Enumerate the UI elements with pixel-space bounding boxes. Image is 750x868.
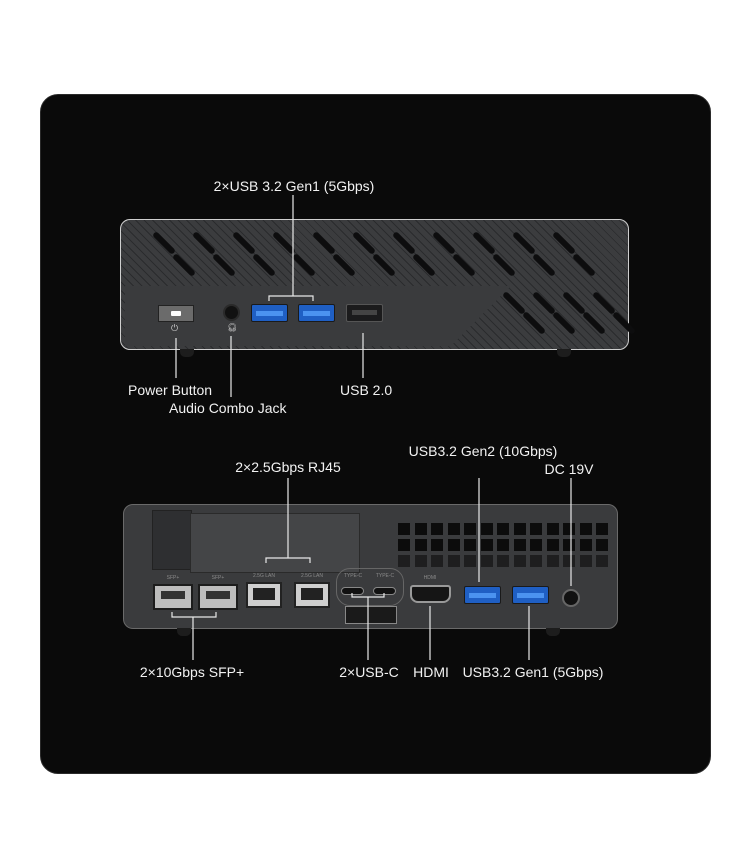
usb32-gen1-port: [512, 586, 549, 604]
vent-slot: [464, 539, 476, 551]
label-usbc: 2×USB-C: [339, 664, 399, 680]
label-sfp: 2×10Gbps SFP+: [139, 664, 245, 680]
vent-slot: [447, 555, 460, 567]
label-usb2: USB 2.0: [340, 382, 393, 398]
vent-slot: [579, 523, 592, 535]
headphone-icon: 🎧︎: [227, 323, 238, 332]
vent-slot: [480, 539, 493, 551]
device-foot: [546, 628, 560, 636]
dc-jack: [562, 589, 580, 607]
label-usb-gen1: USB3.2 Gen1 (5Gbps): [462, 664, 604, 680]
vent-slot: [513, 555, 526, 567]
rj45-port-2: [294, 582, 330, 608]
sfp-port-1: [153, 584, 193, 610]
vent-slot: [497, 523, 509, 535]
device-foot: [557, 349, 571, 357]
vent-slot: [398, 523, 410, 535]
vent-slot: [480, 523, 493, 535]
kensington-lock: [345, 606, 397, 624]
vent-slot: [579, 539, 592, 551]
sfp-port-2: [198, 584, 238, 610]
device-foot: [180, 349, 194, 357]
diagram-card: [40, 94, 711, 774]
power-icon: ⏻: [171, 323, 179, 333]
vent-slot: [497, 555, 509, 567]
power-button[interactable]: [158, 305, 194, 322]
usb32-gen2-port: [464, 586, 501, 604]
label-audio-jack: Audio Combo Jack: [169, 400, 287, 416]
vent-slot: [596, 523, 608, 535]
callout-line-usbc: [351, 593, 385, 660]
typec1-marking: TYPE-C: [343, 573, 363, 579]
vent-slot: [414, 539, 427, 551]
label-usb-gen2: USB3.2 Gen2 (10Gbps): [408, 443, 558, 459]
rj45-port-1: [246, 582, 282, 608]
hdmi-marking: HDMI: [423, 575, 437, 581]
vent-slot: [579, 555, 592, 567]
vent-slot: [414, 523, 427, 535]
label-dc: DC 19V: [544, 461, 594, 477]
typec2-marking: TYPE-C: [375, 573, 395, 579]
vent-slot: [563, 539, 575, 551]
callout-line-front-usb3: [268, 195, 314, 301]
vent-slot: [546, 539, 559, 551]
audio-jack: [223, 304, 240, 321]
vent-slot: [398, 539, 410, 551]
vent-slot: [596, 539, 608, 551]
vent-slot: [563, 523, 575, 535]
label-hdmi: HDMI: [413, 664, 449, 680]
hdmi-port: [410, 585, 451, 603]
expansion-plate: [190, 513, 360, 573]
lan1-marking: 2.5G LAN: [253, 573, 275, 579]
power-led: [171, 311, 181, 316]
vent-slot: [447, 539, 460, 551]
vent-slot: [398, 555, 410, 567]
lan2-marking: 2.5G LAN: [301, 573, 323, 579]
vent-slot: [497, 539, 509, 551]
vent-slot: [431, 539, 443, 551]
vent-slot: [546, 555, 559, 567]
vent-slot: [431, 523, 443, 535]
vent-slot: [596, 555, 608, 567]
vent-slot: [530, 539, 542, 551]
vent-slot: [563, 555, 575, 567]
typec-outline: [336, 568, 404, 606]
front-usb3-port-1: [251, 304, 288, 322]
callout-line-rj45: [265, 478, 311, 563]
vent-slot: [414, 555, 427, 567]
label-rj45: 2×2.5Gbps RJ45: [235, 459, 341, 475]
vent-slot: [530, 555, 542, 567]
vent-slot: [464, 555, 476, 567]
vent-slot: [431, 555, 443, 567]
callout-line-sfp: [171, 612, 217, 660]
vent-slot: [513, 539, 526, 551]
vent-slot: [464, 523, 476, 535]
sfp2-marking: SFP+: [211, 575, 225, 581]
vent-slot: [447, 523, 460, 535]
antenna-bracket: [152, 510, 192, 570]
vent-slot: [480, 555, 493, 567]
vent-slot: [513, 523, 526, 535]
front-usb2-port: [346, 304, 383, 322]
vent-slot: [530, 523, 542, 535]
vent-slot: [546, 523, 559, 535]
sfp1-marking: SFP+: [166, 575, 180, 581]
device-foot: [177, 628, 191, 636]
front-usb3-port-2: [298, 304, 335, 322]
label-power-button: Power Button: [128, 382, 213, 398]
label-front-usb3: 2×USB 3.2 Gen1 (5Gbps): [213, 178, 375, 194]
front-strip-edge: [421, 286, 541, 346]
